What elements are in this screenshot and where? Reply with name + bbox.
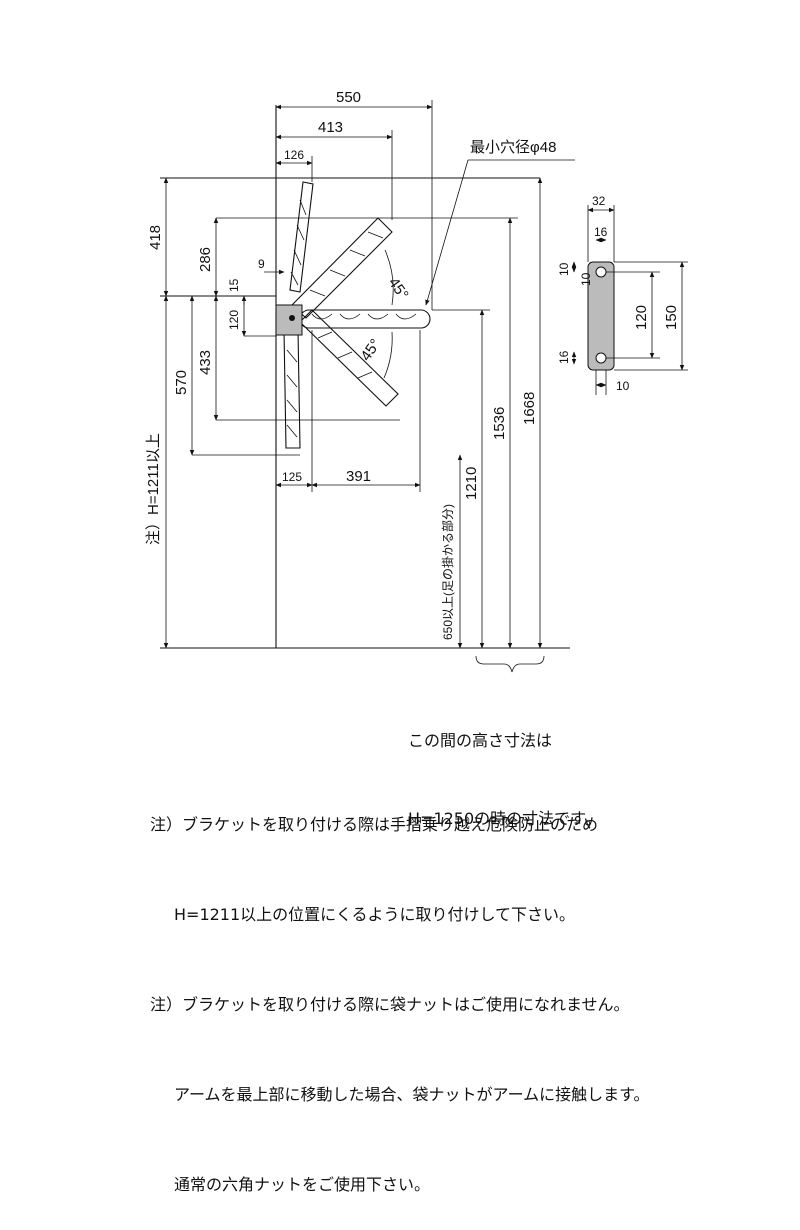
arm-vertical-down [283, 329, 301, 449]
detail-10-b: 10 [579, 272, 593, 286]
dim-550: 550 [336, 89, 361, 106]
arm-lower-45 [299, 309, 399, 407]
dim-413: 413 [318, 119, 343, 136]
min-hole-label: 最小穴径φ48 [470, 139, 556, 156]
dim-286: 286 [197, 247, 214, 272]
bracket-detail [571, 205, 688, 395]
dim-433: 433 [197, 350, 214, 375]
angle-arc-lower [383, 331, 393, 379]
dim-120: 120 [227, 310, 241, 330]
detail-16-top: 16 [594, 225, 608, 239]
detail-150: 150 [663, 305, 680, 330]
angle-upper-label: 45° [385, 275, 412, 303]
bracket-base [275, 304, 303, 336]
detail-32: 32 [592, 194, 606, 208]
technical-drawing: 550 413 126 418 286 9 15 120 433 570 125… [145, 89, 688, 673]
detail-16-bottom: 16 [557, 350, 571, 364]
note-2-line-3: 通常の六角ナットをご使用下さい。 [174, 1175, 431, 1194]
dim-126: 126 [284, 148, 304, 162]
height-note-label: 注）H=1211以上 [145, 433, 162, 545]
angle-arc-upper [384, 249, 394, 306]
height-brace [475, 655, 545, 673]
dim-9: 9 [258, 257, 265, 271]
caption-line-2: H=1250の時の寸法です。 [408, 809, 601, 828]
note-1-line-1: 注）ブラケットを取り付ける際は手摺乗り越え危険防止のため [150, 815, 599, 834]
dim-570: 570 [173, 370, 190, 395]
dim-15: 15 [227, 278, 241, 292]
dim-391: 391 [346, 468, 371, 485]
note-2-line-2: アームを最上部に移動した場合、袋ナットがアームに接触します。 [174, 1085, 650, 1104]
dim-125: 125 [282, 470, 302, 484]
dim-1536: 1536 [491, 407, 508, 440]
angle-lower-label: 45° [357, 336, 384, 364]
arm-vertical-up [289, 181, 314, 293]
detail-120: 120 [633, 305, 650, 330]
foot-zone-label: 650以上(足の掛かる部分) [440, 504, 455, 640]
detail-10-bottom: 10 [616, 379, 630, 393]
notes: 注）ブラケットを取り付ける際は手摺乗り越え危険防止のため H=1211以上の位置… [150, 750, 650, 1230]
note-2-line-1: 注）ブラケットを取り付ける際に袋ナットはご使用になれません。 [150, 995, 630, 1014]
height-caption: この間の高さ寸法は H=1250の時の寸法です。 [408, 676, 601, 858]
caption-line-1: この間の高さ寸法は [408, 731, 553, 750]
arm-horizontal [299, 309, 431, 329]
detail-10-a: 10 [557, 262, 571, 276]
dim-1210: 1210 [463, 467, 480, 500]
dim-418: 418 [147, 225, 164, 250]
note-1-line-2: H=1211以上の位置にくるように取り付けして下さい。 [174, 905, 576, 924]
dim-1668: 1668 [521, 392, 538, 425]
